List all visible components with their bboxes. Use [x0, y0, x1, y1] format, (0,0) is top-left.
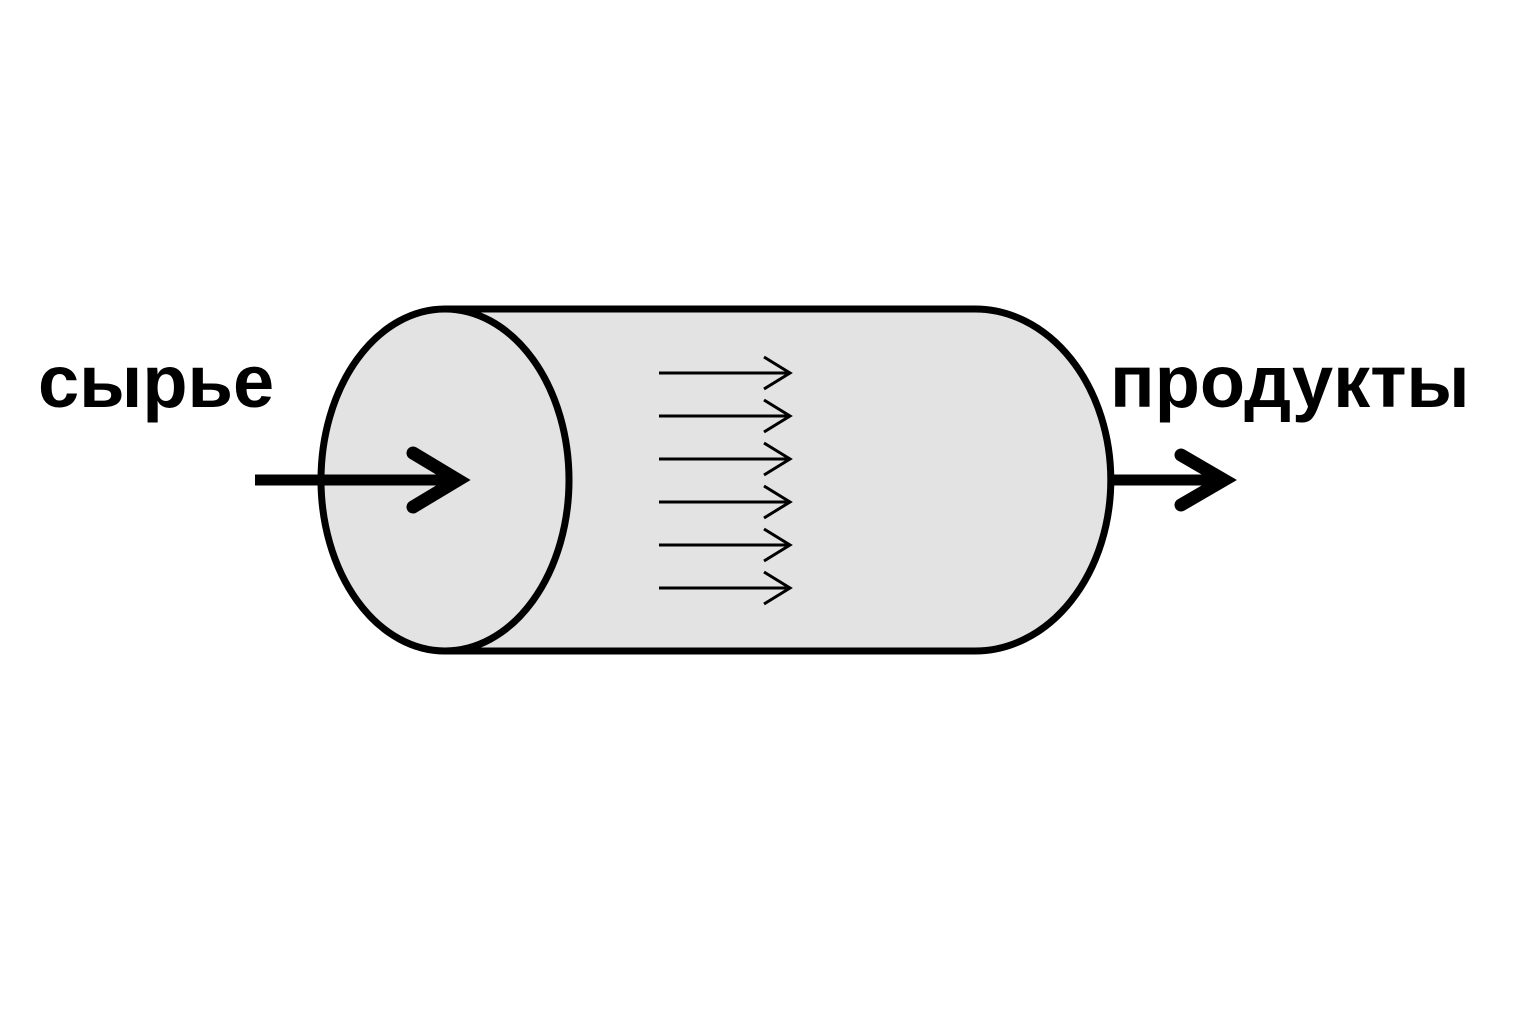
- flow-arrow: [659, 570, 793, 606]
- output-label: продукты: [1110, 340, 1470, 423]
- flow-arrows: [659, 355, 793, 606]
- flow-arrow-head: [763, 570, 793, 606]
- flow-arrow-head: [763, 398, 793, 434]
- flow-arrow: [659, 355, 793, 391]
- outlet-arrow: [1110, 448, 1237, 512]
- flow-arrow-head: [763, 484, 793, 520]
- inlet-arrow: [255, 446, 471, 514]
- flow-arrow-head: [763, 441, 793, 477]
- flow-arrow: [659, 398, 793, 434]
- flow-arrow: [659, 441, 793, 477]
- input-label: сырье: [38, 340, 274, 423]
- flow-arrow-head: [763, 527, 793, 563]
- flow-arrow: [659, 484, 793, 520]
- flow-arrow-head: [763, 355, 793, 391]
- flow-arrow: [659, 527, 793, 563]
